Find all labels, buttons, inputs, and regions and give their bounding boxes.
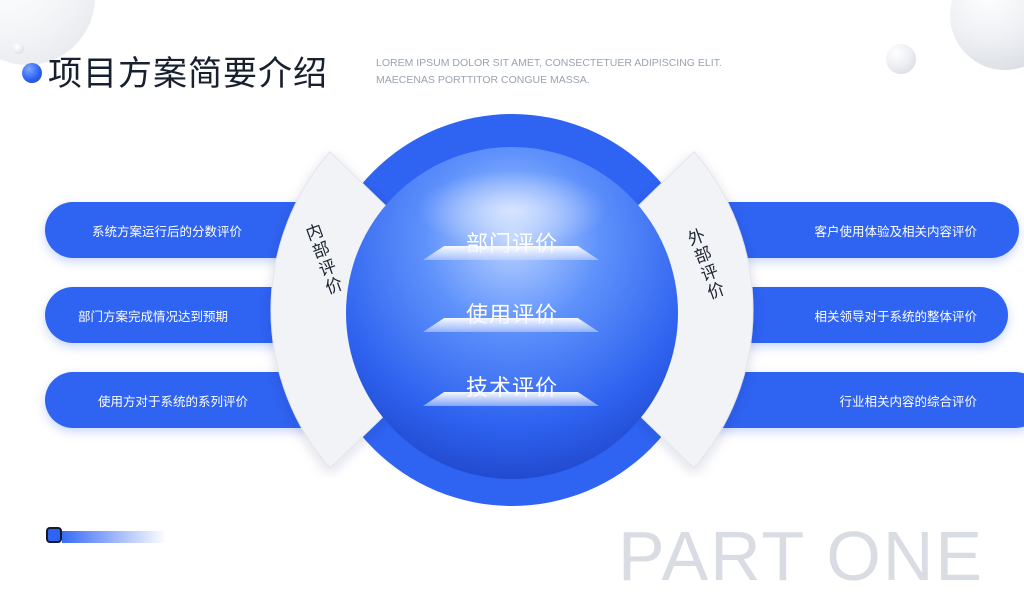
- right-item-3: 行业相关内容的综合评价: [690, 372, 1024, 428]
- decorative-ball-mid-right: [886, 44, 916, 74]
- right-item-3-label: 行业相关内容的综合评价: [839, 393, 977, 409]
- left-item-3-label: 使用方对于系统的系列评价: [98, 393, 249, 409]
- bottom-gradient-bar: [62, 531, 166, 543]
- sphere-highlight: [417, 170, 607, 250]
- page-title: 项目方案简要介绍: [48, 54, 328, 94]
- bottom-square-marker: [46, 527, 62, 543]
- right-item-1-label: 客户使用体验及相关内容评价: [814, 223, 977, 239]
- center-platform-1: [423, 246, 599, 260]
- decorative-ball-small-left: [13, 43, 24, 54]
- main-sphere: [346, 147, 678, 479]
- left-item-2-label: 部门方案完成情况达到预期: [78, 308, 229, 324]
- center-platform-2: [423, 318, 599, 332]
- page-subtitle: LOREM IPSUM DOLOR SIT AMET, CONSECTETUER…: [376, 57, 722, 86]
- title-bullet-dot: [22, 63, 42, 83]
- center-platform-3: [423, 392, 599, 406]
- central-sphere-graphic: [270, 114, 754, 506]
- part-watermark-text: PART ONE: [618, 517, 985, 595]
- left-item-1-label: 系统方案运行后的分数评价: [92, 223, 243, 239]
- right-item-2-label: 相关领导对于系统的整体评价: [814, 308, 977, 324]
